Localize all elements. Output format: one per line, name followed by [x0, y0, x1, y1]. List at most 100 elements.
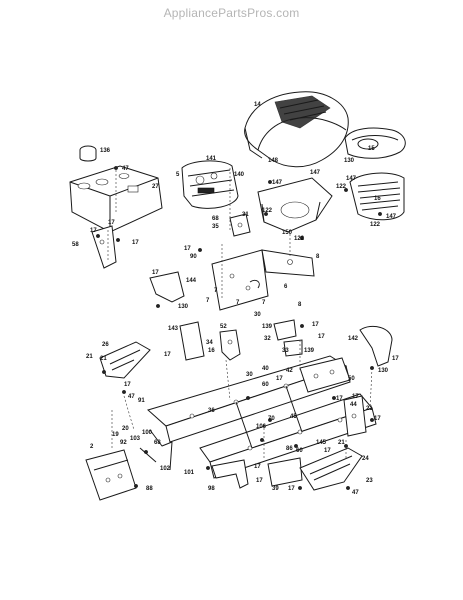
bracket-142-part — [359, 325, 393, 367]
callout-label: 122 — [336, 184, 347, 190]
callout-label: 23 — [366, 478, 373, 484]
bracket-50-part — [299, 357, 351, 393]
callout-label: 33 — [282, 348, 289, 354]
callout-label: 21 — [100, 356, 107, 362]
callout-label: 130 — [178, 304, 189, 310]
callout-label: 47 — [128, 394, 135, 400]
callout-label: 122 — [262, 208, 273, 214]
grille-insert-part — [349, 172, 405, 221]
callout-label: 140 — [234, 172, 245, 178]
callout-label: 8 — [316, 254, 320, 260]
bracket-144-part — [149, 271, 185, 303]
callout-label: 34 — [206, 340, 213, 346]
bracket-31-part — [229, 213, 251, 237]
callout-label: 5 — [176, 172, 180, 178]
callout-label: 35 — [212, 224, 219, 230]
callout-label: 68 — [154, 440, 161, 446]
callout-label: 70 — [268, 416, 275, 422]
main-frame-part — [146, 355, 377, 479]
callout-label: 139 — [304, 348, 315, 354]
callout-label: 2 — [90, 444, 94, 450]
callout-label: 31 — [242, 212, 249, 218]
callout-label: 122 — [294, 236, 305, 242]
bracket-39-part — [267, 457, 303, 487]
callout-label: 7 — [236, 300, 240, 306]
leader-lines — [107, 168, 373, 460]
callout-label: 40 — [262, 366, 269, 372]
callout-label: 20 — [122, 426, 129, 432]
callout-labels: 14 15 130 148 136 47 27 5 141 140 147 14… — [72, 102, 399, 496]
watermark: AppliancePartsPros.com — [163, 6, 300, 20]
callout-label: 103 — [130, 436, 141, 442]
callout-label: 21 — [366, 406, 373, 412]
callout-label: 30 — [254, 312, 261, 318]
callout-label: 147 — [346, 176, 357, 182]
callout-label: 17 — [352, 394, 359, 400]
callout-label: 32 — [264, 336, 271, 342]
callout-label: 47 — [122, 166, 129, 172]
callout-label: 150 — [282, 230, 293, 236]
callout-label: 130 — [378, 368, 389, 374]
callout-label: 147 — [386, 214, 397, 220]
callout-label: 17 — [392, 356, 399, 362]
plate-143-part — [179, 321, 205, 361]
callout-label: 17 — [324, 448, 331, 454]
dash-bracket-part — [211, 249, 315, 311]
callout-label: 60 — [296, 448, 303, 454]
dash-panel-part — [181, 160, 239, 209]
callout-label: 7 — [262, 300, 266, 306]
callout-label: 52 — [220, 324, 227, 330]
callout-label: 17 — [288, 486, 295, 492]
callout-label: 130 — [344, 158, 355, 164]
callout-label: 42 — [286, 368, 293, 374]
hood-part — [244, 91, 349, 168]
callout-label: 141 — [206, 156, 217, 162]
bracket-52-part — [219, 329, 241, 361]
grille-part — [344, 127, 406, 159]
lever-part — [139, 429, 173, 471]
dash-support-part — [257, 177, 333, 233]
bracket-98-part — [211, 459, 249, 489]
callout-label: 7 — [214, 288, 218, 294]
callout-label: 45 — [290, 414, 297, 420]
callout-label: 102 — [160, 466, 171, 472]
callout-label: 17 — [124, 382, 131, 388]
callout-label: 14 — [254, 102, 261, 108]
callout-label: 148 — [268, 158, 279, 164]
callout-label: 90 — [190, 254, 197, 260]
callout-label: 147 — [272, 180, 283, 186]
callout-label: 50 — [348, 376, 355, 382]
callout-label: 17 — [256, 478, 263, 484]
callout-label: 100 — [142, 430, 153, 436]
callout-label: 145 — [316, 440, 327, 446]
callout-label: 106 — [256, 424, 267, 430]
callout-label: 17 — [312, 322, 319, 328]
callout-label: 139 — [262, 324, 273, 330]
callout-label: 16 — [208, 348, 215, 354]
callout-label: 36 — [208, 408, 215, 414]
callout-label: 17 — [318, 334, 325, 340]
callout-label: 60 — [262, 382, 269, 388]
callout-label: 17 — [164, 352, 171, 358]
callout-label: 144 — [186, 278, 197, 284]
callout-label: 47 — [352, 490, 359, 496]
callout-label: 17 — [90, 228, 97, 234]
callout-label: 17 — [132, 240, 139, 246]
callout-label: 17 — [254, 464, 261, 470]
callout-label: 142 — [348, 336, 359, 342]
callout-label: 98 — [208, 486, 215, 492]
bracket-139-part — [273, 319, 303, 357]
callout-label: 17 — [152, 270, 159, 276]
bracket-44-part — [343, 395, 367, 437]
callout-label: 92 — [120, 440, 127, 446]
callout-label: 17 — [108, 220, 115, 226]
footrest-right-part — [299, 447, 363, 491]
callout-label: 21 — [338, 440, 345, 446]
callout-label: 21 — [86, 354, 93, 360]
callout-label: 19 — [112, 432, 119, 438]
callout-label: 7 — [206, 298, 210, 304]
callout-label: 26 — [102, 342, 109, 348]
callout-label: 86 — [286, 446, 293, 452]
